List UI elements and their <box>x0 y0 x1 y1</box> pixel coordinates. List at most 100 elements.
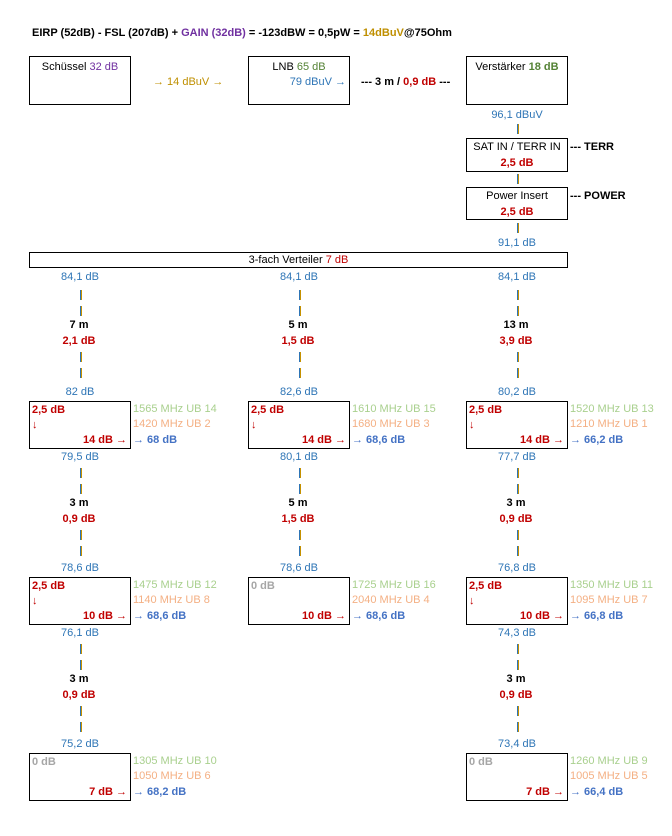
connector-line <box>517 530 519 540</box>
frequency-ub-2: 1050 MHz UB 6 <box>133 770 211 782</box>
cable-loss: 0,9 dB <box>62 689 96 701</box>
frequency-ub-2: 2040 MHz UB 4 <box>352 594 430 606</box>
tap-output-level: → 68,6 dB <box>133 610 187 622</box>
lnb-name: LNB <box>272 61 297 73</box>
splitter-output: 84,1 dB <box>280 271 318 283</box>
connector-line <box>80 660 82 670</box>
connector-line <box>299 484 301 494</box>
cable-lnb-amp-loss: 0,9 dB <box>403 76 437 88</box>
power-insert-box: Power Insert 2,5 dB <box>466 187 568 220</box>
dish-label: Schüssel 32 dB <box>30 60 130 74</box>
cable-loss: 0,9 dB <box>499 513 533 525</box>
frequency-ub-1: 1610 MHz UB 15 <box>352 403 436 415</box>
tap-through-output: 79,5 dB <box>61 451 99 463</box>
connector-line <box>517 124 519 134</box>
connector-line <box>517 484 519 494</box>
connector-line <box>299 546 301 556</box>
connector-line <box>517 174 519 184</box>
power-insert-loss: 2,5 dB <box>500 206 534 218</box>
tap-input-level: 82 dB <box>65 386 95 398</box>
tap-loss: 14 dB → <box>519 434 564 446</box>
cable-length: 5 m <box>288 319 308 331</box>
tap-through-output: 74,3 dB <box>498 627 536 639</box>
multiswitch-tap-box: 2,5 dB↓10 dB → <box>29 577 131 625</box>
terr-input: --- TERR <box>570 141 614 153</box>
connector-line <box>517 706 519 716</box>
tap-through-output: 76,1 dB <box>61 627 99 639</box>
connector-line <box>517 722 519 732</box>
formula-header: EIRP (52dB) - FSL (207dB) + GAIN (32dB) … <box>32 26 452 40</box>
through-loss: 2,5 dB <box>251 404 285 416</box>
connector-line <box>517 644 519 654</box>
cable-loss: 1,5 dB <box>281 335 315 347</box>
down-arrow-icon: ↓ <box>32 419 38 431</box>
connector-line <box>80 290 82 300</box>
connector-line <box>299 368 301 378</box>
lnb-box: LNB 65 dB 79 dBuV → <box>248 56 350 105</box>
lnb-label: LNB 65 dB <box>249 60 349 74</box>
amplifier-box: Verstärker 18 dB <box>466 56 568 105</box>
frequency-ub-1: 1565 MHz UB 14 <box>133 403 217 415</box>
tap-output-level: → 66,8 dB <box>570 610 624 622</box>
dish-box: Schüssel 32 dB <box>29 56 131 105</box>
connector-line <box>80 530 82 540</box>
tap-input-level: 75,2 dB <box>61 738 99 750</box>
tap-input-level: 73,4 dB <box>498 738 536 750</box>
splitter-output: 84,1 dB <box>61 271 99 283</box>
connector-line <box>80 484 82 494</box>
tap-input-level: 78,6 dB <box>61 562 99 574</box>
frequency-ub-2: 1095 MHz UB 7 <box>570 594 648 606</box>
cable-length: 3 m <box>506 673 526 685</box>
tap-output-level: → 68,6 dB <box>352 434 406 446</box>
connector-line <box>80 306 82 316</box>
connector-line <box>517 290 519 300</box>
cable-length: 7 m <box>69 319 89 331</box>
connector-line <box>80 722 82 732</box>
formula-gain: GAIN (32dB) <box>181 27 246 39</box>
frequency-ub-2: 1140 MHz UB 8 <box>133 594 210 606</box>
frequency-ub-1: 1305 MHz UB 10 <box>133 755 217 767</box>
down-arrow-icon: ↓ <box>469 595 475 607</box>
connector-line <box>517 660 519 670</box>
splitter-box: 3-fach Verteiler 7 dB <box>29 252 568 268</box>
sat-in-label: SAT IN / TERR IN <box>473 141 561 153</box>
dish-gain: 32 dB <box>89 61 119 73</box>
connector-line <box>299 306 301 316</box>
cable-loss: 0,9 dB <box>499 689 533 701</box>
lnb-output: 79 dBuV → <box>289 76 346 88</box>
through-loss: 0 dB <box>469 756 493 768</box>
amplifier-label: Verstärker 18 dB <box>467 60 567 74</box>
cable-loss: 2,1 dB <box>62 335 96 347</box>
tap-output-level: → 66,2 dB <box>570 434 624 446</box>
tap-output-level: → 68 dB <box>133 434 178 446</box>
connector-line <box>80 706 82 716</box>
connector-line <box>299 468 301 478</box>
through-loss: 2,5 dB <box>469 580 503 592</box>
connector-line <box>80 644 82 654</box>
tap-input-level: 80,2 dB <box>498 386 536 398</box>
connector-line <box>299 290 301 300</box>
frequency-ub-1: 1475 MHz UB 12 <box>133 579 217 591</box>
cable-length: 3 m <box>69 673 89 685</box>
connector-line <box>517 368 519 378</box>
connector-line <box>517 546 519 556</box>
amplifier-gain: 18 dB <box>528 61 559 73</box>
multiswitch-tap-box: 2,5 dB ↓ 10 dB → <box>466 577 568 625</box>
lnb-gain: 65 dB <box>296 61 326 73</box>
splitter-name: 3-fach Verteiler <box>248 254 326 266</box>
through-loss: 2,5 dB <box>32 580 66 592</box>
frequency-ub-1: 1350 MHz UB 11 <box>570 579 653 591</box>
frequency-ub-2: 1420 MHz UB 2 <box>133 418 211 430</box>
cable-length: 3 m <box>506 497 526 509</box>
sat-in-box: SAT IN / TERR IN 2,5 dB <box>466 138 568 172</box>
through-loss: 2,5 dB <box>32 404 66 416</box>
cable-lnb-amp-length: --- 3 m / <box>361 76 404 88</box>
tap-through-output: 80,1 dB <box>280 451 318 463</box>
tap-loss: 10 dB → <box>519 610 564 622</box>
connector-line <box>517 223 519 233</box>
tap-loss: 7 dB → <box>89 786 127 798</box>
dish-to-lnb-signal: → 14 dBuV → <box>153 76 224 88</box>
